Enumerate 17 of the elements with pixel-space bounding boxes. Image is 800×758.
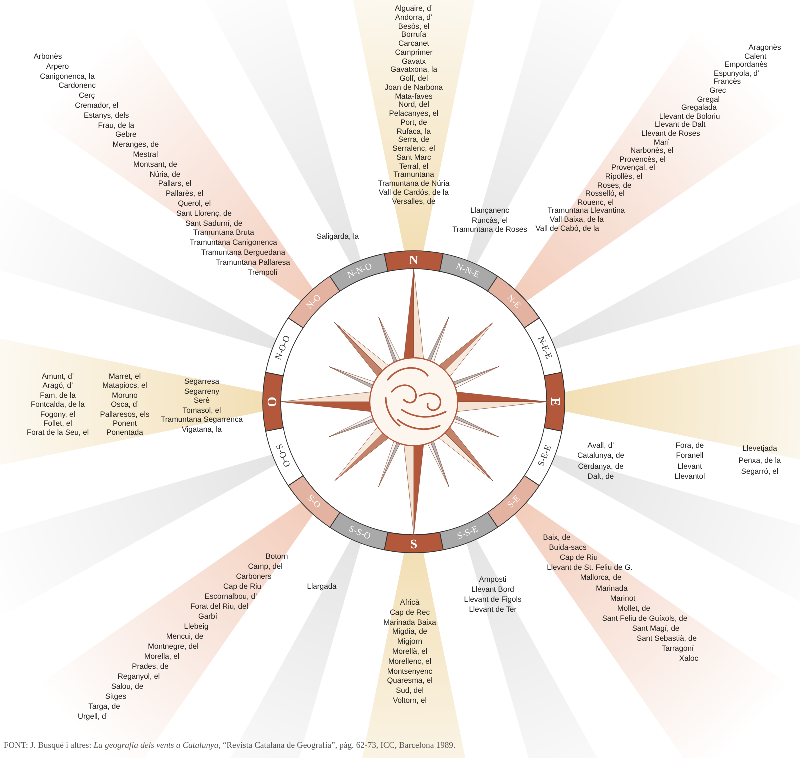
source-caption: FONT: J. Busqué i altres: La geografia dels vents a Catalunya, “Revista Catalana de Geografia”, pàg. 62-73, ICC, Barcelona 1989. [4, 740, 456, 750]
direction-label: S-O-O [274, 444, 292, 470]
direction-label: N-N-E [455, 262, 482, 280]
direction-label: S-S-E [456, 524, 480, 542]
direction-label: S-E [506, 494, 522, 510]
direction-label: S [410, 538, 418, 550]
direction-label: S-O [305, 494, 322, 511]
direction-label: N [409, 254, 419, 266]
direction-label: N-E-E [536, 335, 554, 360]
direction-label: N-O-O [274, 334, 292, 362]
direction-label: E [550, 398, 562, 406]
direction-label: N-O [304, 292, 322, 310]
direction-label: S-S-O [348, 524, 372, 542]
direction-label: N-N-O [346, 262, 374, 280]
direction-label: S-E-E [536, 444, 554, 468]
direction-label: N-E [506, 293, 523, 310]
direction-label: O [266, 396, 278, 408]
